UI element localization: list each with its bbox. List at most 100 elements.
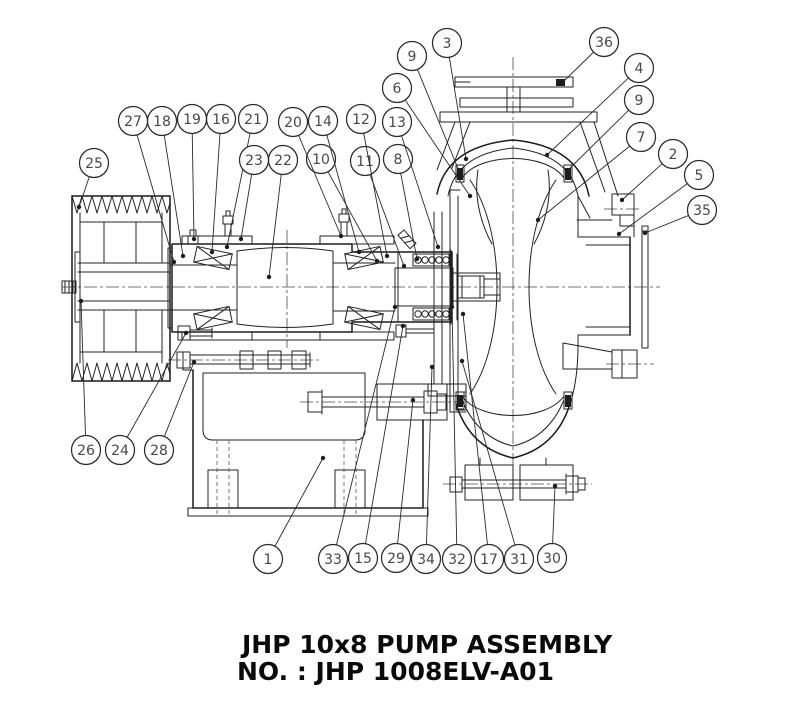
callout-36: 36 bbox=[560, 26, 620, 85]
leader-dot-34 bbox=[429, 364, 435, 370]
leader-line-27 bbox=[136, 134, 175, 263]
balloon-number-11: 11 bbox=[356, 154, 374, 170]
leader-dot-12 bbox=[384, 253, 390, 259]
bearing-cap-plug bbox=[187, 229, 199, 245]
leader-line-36 bbox=[562, 51, 594, 83]
drawing-title: JHP 10x8 PUMP ASSEMBLY bbox=[242, 630, 613, 659]
leader-dot-25 bbox=[76, 204, 82, 210]
callout-4: 4 bbox=[544, 52, 655, 158]
balloon-circle-4 bbox=[623, 52, 655, 84]
balloon-number-35: 35 bbox=[693, 203, 711, 219]
callout-2: 2 bbox=[619, 138, 689, 203]
balloon-number-12: 12 bbox=[352, 112, 370, 128]
gland-stud bbox=[397, 229, 417, 250]
belt-pulley bbox=[61, 195, 171, 382]
callout-19: 19 bbox=[176, 103, 208, 242]
leader-dot-24 bbox=[183, 330, 189, 336]
balloon-circle-36 bbox=[588, 26, 620, 58]
leader-dot-28 bbox=[191, 359, 197, 365]
leader-dot-36 bbox=[560, 79, 566, 85]
balloon-number-14: 14 bbox=[314, 114, 332, 130]
balloon-number-17: 17 bbox=[480, 552, 498, 568]
callout-17: 17 bbox=[460, 311, 505, 575]
callout-29: 29 bbox=[380, 397, 416, 574]
balloon-number-31: 31 bbox=[510, 552, 528, 568]
callout-16: 16 bbox=[205, 103, 237, 255]
leader-line-24 bbox=[126, 332, 187, 438]
balloon-circle-9 bbox=[623, 84, 655, 116]
grease-nipple-left bbox=[222, 210, 234, 237]
leader-line-8 bbox=[400, 173, 418, 260]
balloon-number-22: 22 bbox=[274, 153, 292, 169]
balloon-circle-35 bbox=[686, 194, 718, 226]
callout-5: 5 bbox=[616, 159, 715, 237]
callout-11: 11 bbox=[349, 145, 407, 269]
balloon-circle-32 bbox=[441, 543, 473, 575]
leader-dot-9 bbox=[564, 168, 570, 174]
bearing-bottom-left bbox=[193, 305, 233, 331]
leader-dot-5 bbox=[616, 231, 622, 237]
leader-line-30 bbox=[552, 485, 556, 544]
leader-dot-27 bbox=[171, 259, 177, 265]
callout-35: 35 bbox=[642, 194, 718, 236]
leader-dot-17 bbox=[460, 311, 466, 317]
balloon-circle-9 bbox=[396, 40, 428, 72]
leader-line-22 bbox=[268, 174, 282, 278]
callout-15: 15 bbox=[347, 323, 406, 574]
bearing-housing bbox=[167, 208, 453, 341]
balloon-circle-7 bbox=[625, 121, 657, 153]
balloon-circle-33 bbox=[317, 543, 349, 575]
balloon-number-29: 29 bbox=[387, 551, 405, 567]
balloon-circle-21 bbox=[237, 103, 269, 135]
leader-line-19 bbox=[191, 133, 195, 240]
leader-line-17 bbox=[462, 313, 488, 545]
balloon-number-1: 1 bbox=[264, 552, 273, 568]
leader-line-18 bbox=[163, 135, 184, 257]
leader-line-14 bbox=[326, 134, 360, 253]
callout-14: 14 bbox=[307, 105, 362, 255]
callout-9: 9 bbox=[564, 84, 655, 174]
leader-dot-32 bbox=[449, 304, 455, 310]
volute-casing bbox=[436, 76, 649, 501]
callout-22: 22 bbox=[266, 144, 299, 280]
casing-boss bbox=[611, 193, 635, 227]
leader-line-5 bbox=[618, 183, 688, 235]
leader-dot-10 bbox=[374, 258, 380, 264]
leader-dot-26 bbox=[78, 298, 84, 304]
leader-line-11 bbox=[369, 174, 405, 267]
leader-dot-15 bbox=[400, 323, 406, 329]
callout-13: 13 bbox=[381, 106, 441, 250]
callout-3: 3 bbox=[431, 27, 469, 162]
callout-32: 32 bbox=[441, 304, 473, 575]
leader-dot-22 bbox=[266, 274, 272, 280]
leader-line-2 bbox=[621, 163, 663, 201]
callout-9: 9 bbox=[396, 40, 462, 174]
leader-dot-21 bbox=[224, 244, 230, 250]
balloon-number-5: 5 bbox=[695, 168, 704, 184]
callout-7: 7 bbox=[535, 121, 657, 223]
grease-nipple-right bbox=[338, 208, 350, 237]
callout-28: 28 bbox=[143, 359, 197, 466]
leader-dot-13 bbox=[435, 244, 441, 250]
balloon-number-18: 18 bbox=[153, 114, 171, 130]
balloon-number-3: 3 bbox=[443, 36, 452, 52]
balloon-circle-10 bbox=[305, 143, 337, 175]
balloon-number-2: 2 bbox=[669, 147, 678, 163]
callout-23: 23 bbox=[238, 144, 270, 242]
balloon-number-32: 32 bbox=[448, 552, 466, 568]
balloon-circle-11 bbox=[349, 145, 381, 177]
leader-dot-9 bbox=[456, 168, 462, 174]
balloon-number-24: 24 bbox=[111, 443, 129, 459]
balloon-circle-6 bbox=[381, 72, 413, 104]
leader-dot-29 bbox=[410, 397, 416, 403]
leader-dot-11 bbox=[401, 263, 407, 269]
balloon-circle-26 bbox=[70, 434, 102, 466]
leader-line-35 bbox=[644, 215, 689, 234]
balloon-circle-30 bbox=[536, 542, 568, 574]
leader-dot-2 bbox=[619, 197, 625, 203]
leader-dot-3 bbox=[463, 156, 469, 162]
bearing-top-right bbox=[344, 245, 384, 271]
pedestal-base bbox=[176, 339, 447, 517]
